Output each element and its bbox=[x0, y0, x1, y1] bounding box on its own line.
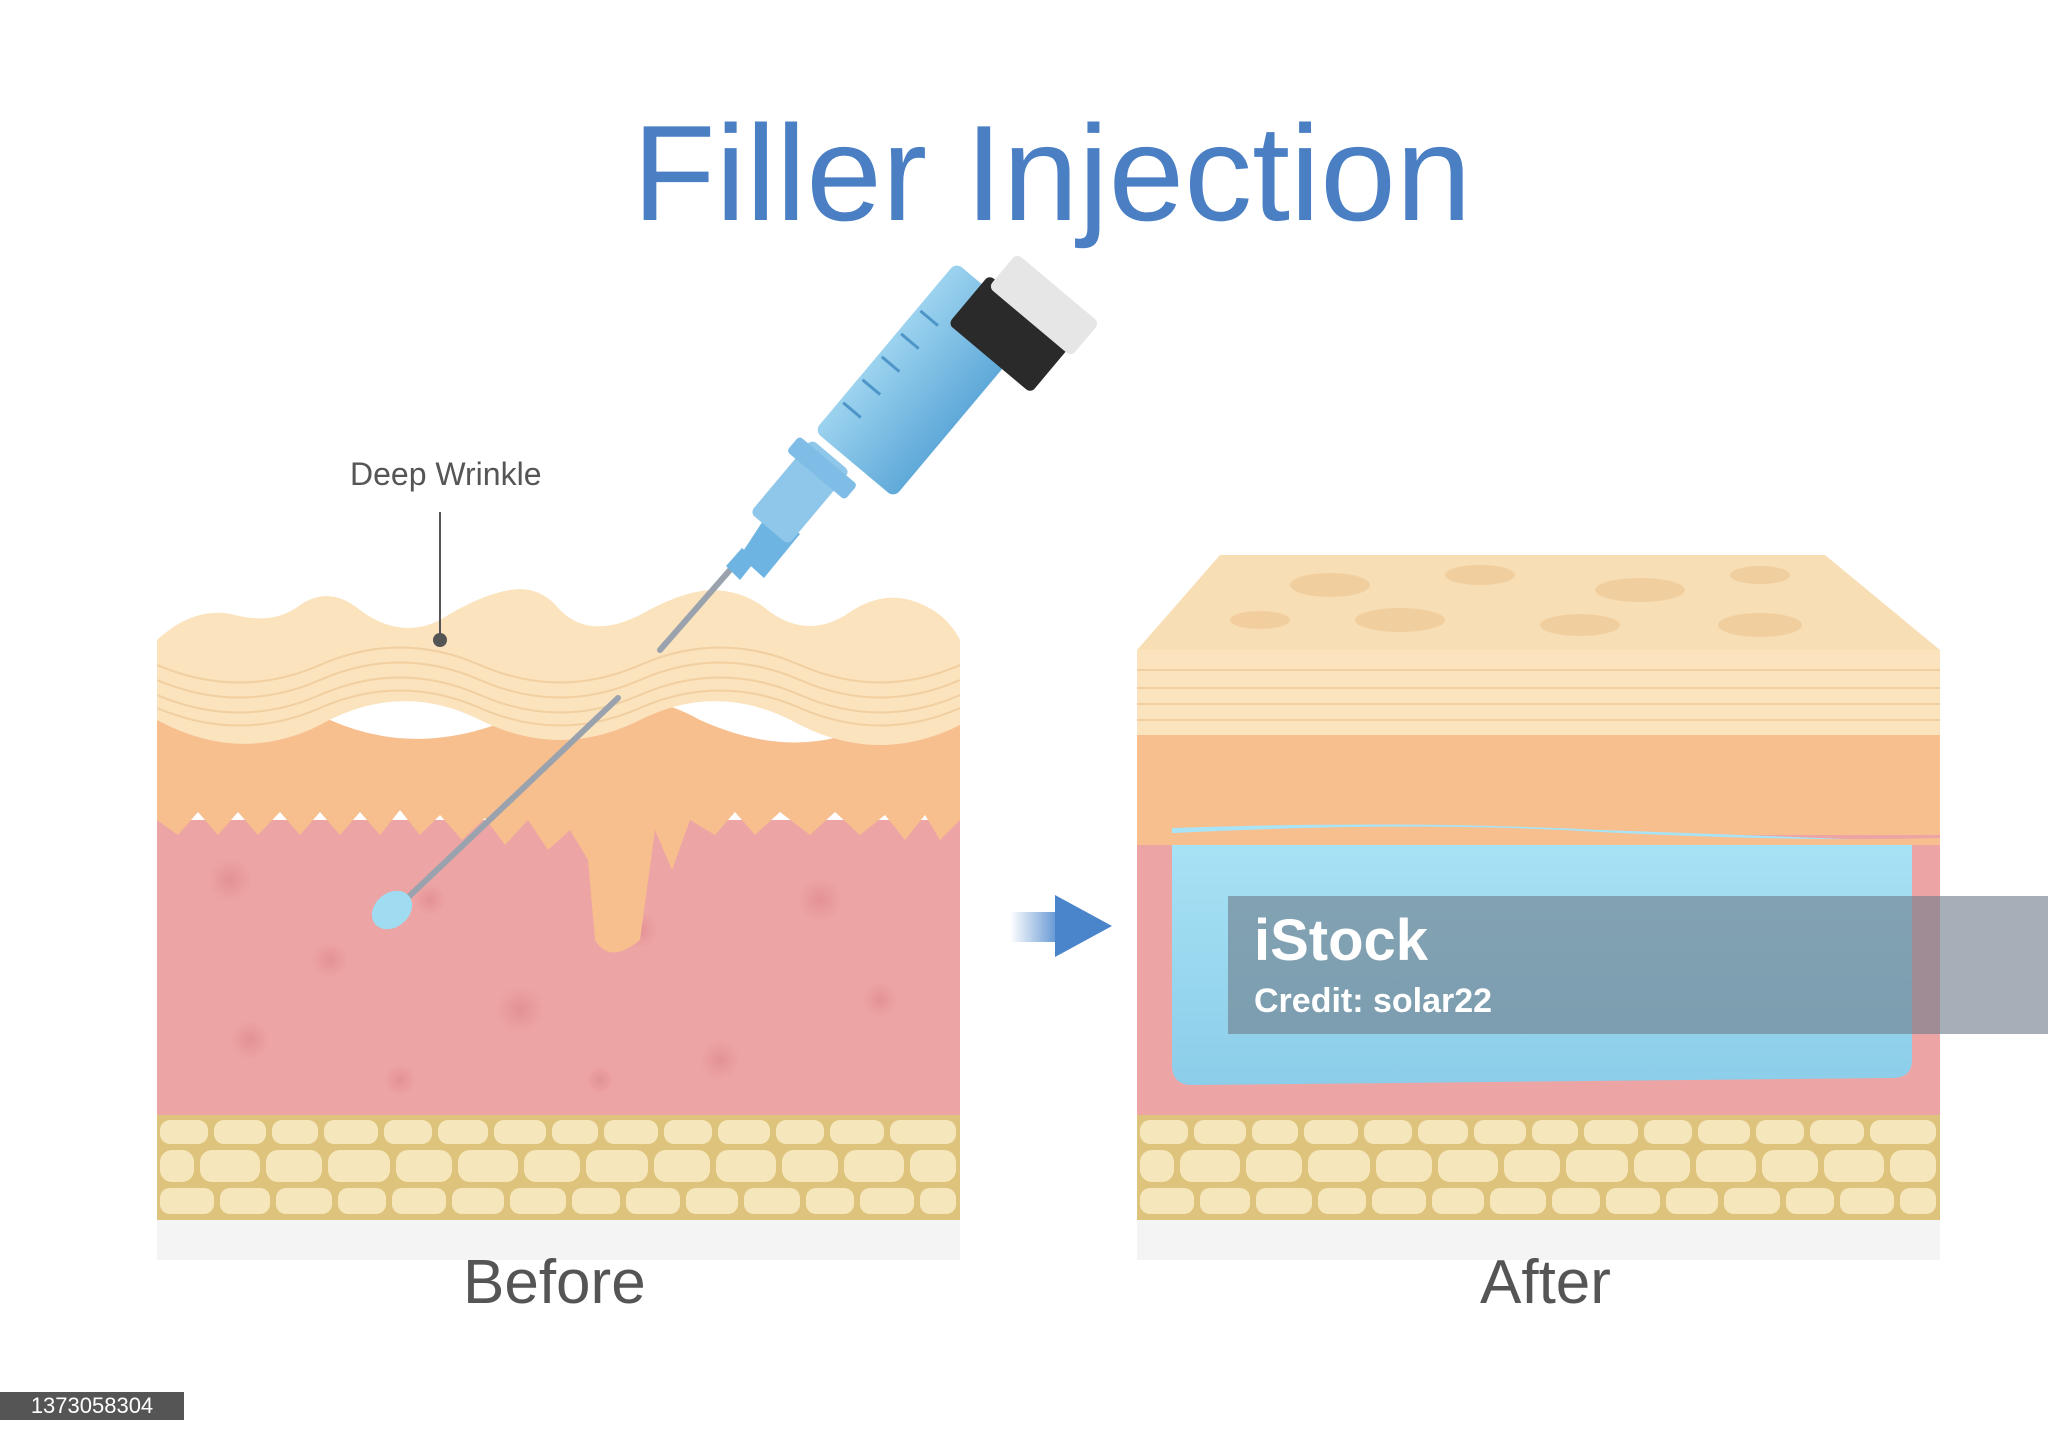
after-epidermis bbox=[1137, 650, 1940, 735]
epidermis-layer bbox=[157, 589, 960, 745]
after-top-face bbox=[1137, 555, 1940, 650]
callout-label-deep-wrinkle: Deep Wrinkle bbox=[350, 456, 542, 492]
syringe-icon bbox=[657, 255, 1098, 653]
skin-block-after bbox=[1137, 555, 1940, 1220]
watermark-band bbox=[1228, 896, 2048, 1034]
image-id-tag: 1373058304 bbox=[0, 1392, 184, 1420]
watermark-credit: Credit: solar22 bbox=[1254, 982, 1493, 1020]
label-after: After bbox=[1480, 1248, 1611, 1317]
after-epidermis-texture bbox=[1137, 669, 1940, 721]
needle-tip bbox=[397, 695, 621, 908]
block-shadow-before bbox=[157, 1220, 960, 1260]
dermis-top-layer bbox=[157, 696, 960, 953]
after-fat-cells bbox=[1140, 1120, 1936, 1214]
diagram-title: Filler Injection bbox=[632, 97, 1472, 249]
epidermis-texture bbox=[157, 646, 960, 727]
skin-block-before bbox=[157, 589, 960, 1220]
arrow-right-icon bbox=[1010, 895, 1112, 957]
callout-dot bbox=[433, 633, 447, 647]
watermark-logo: iStock bbox=[1254, 908, 1429, 973]
fat-cells bbox=[160, 1120, 956, 1214]
filler-droplet bbox=[371, 890, 413, 930]
label-before: Before bbox=[463, 1248, 646, 1317]
dermis-layer bbox=[157, 820, 960, 1120]
block-shadow-after bbox=[1137, 1220, 1940, 1260]
after-top-texture bbox=[1230, 565, 1802, 637]
